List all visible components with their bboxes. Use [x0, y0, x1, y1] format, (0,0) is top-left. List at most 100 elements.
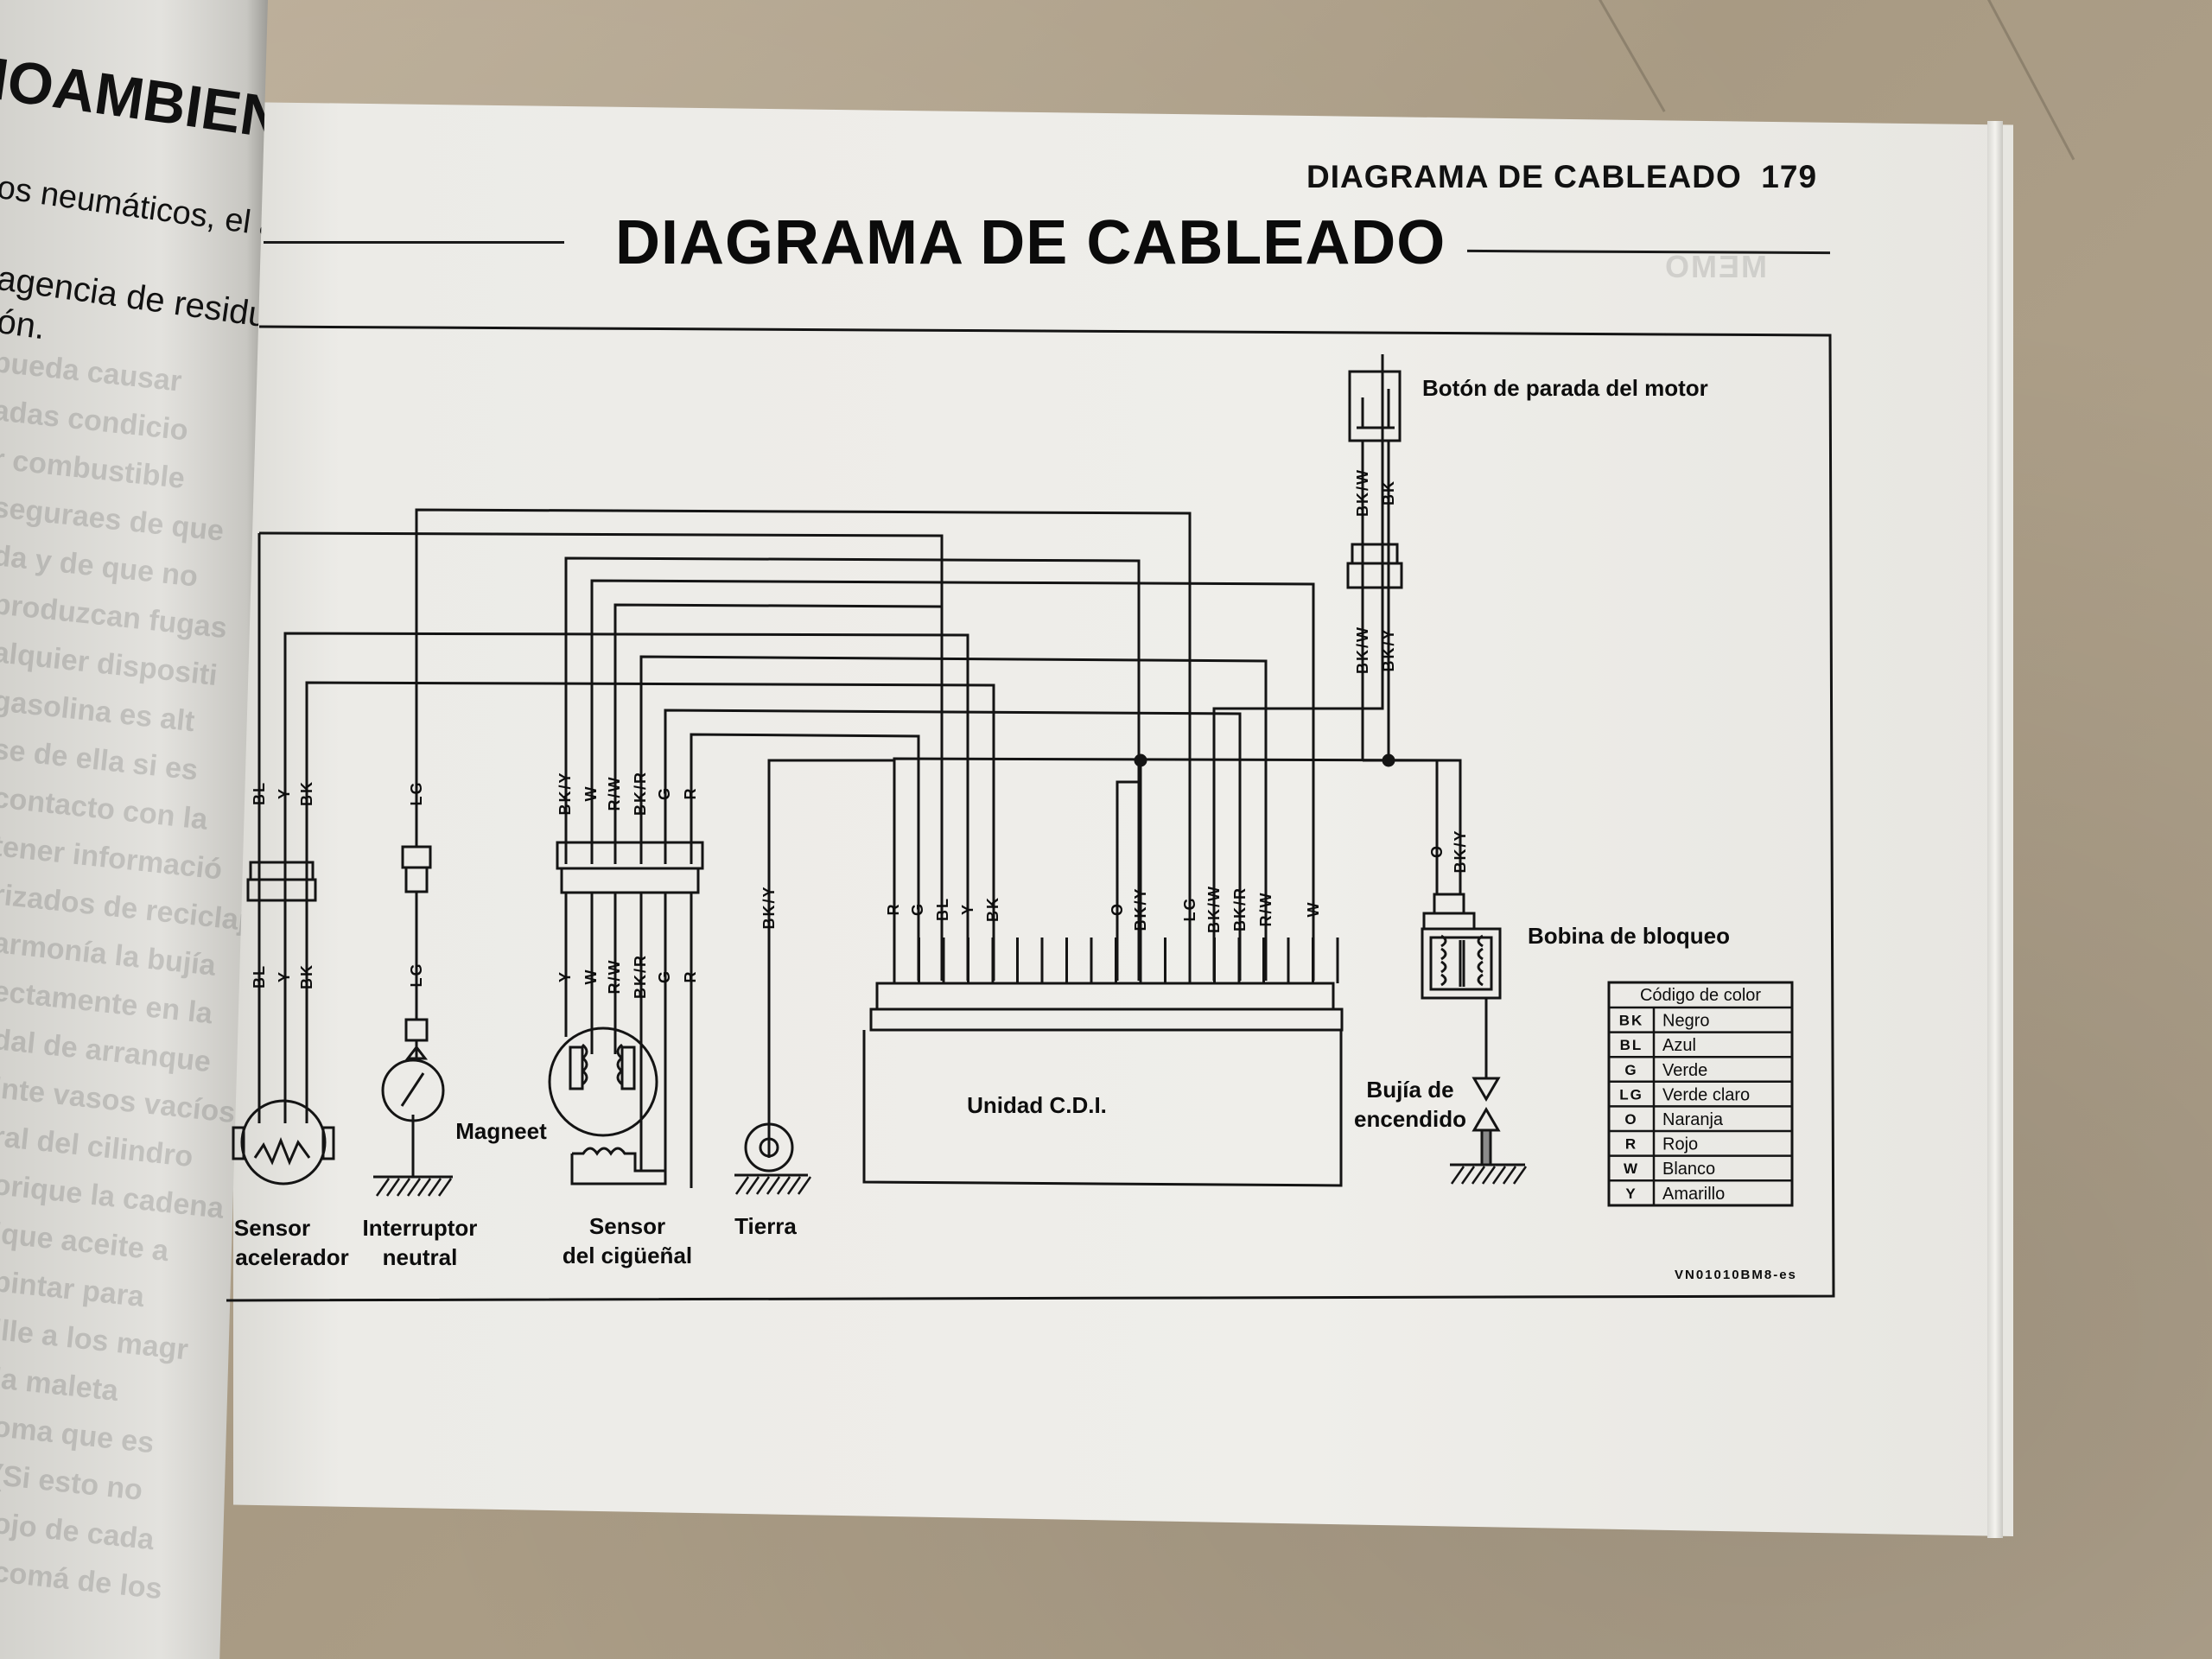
neutral-switch-label-line1: Interruptor [363, 1215, 478, 1241]
wire-code-label: W [1305, 901, 1322, 918]
wire-code-label: R/W [1257, 892, 1274, 927]
wire-code-label: Y [959, 903, 976, 915]
legend-color-name: Verde [1662, 1061, 1707, 1080]
reference-code: VN01010BM8-es [1675, 1268, 1797, 1282]
legend-row: W Blanco [1609, 1154, 1792, 1181]
wire-code-label: BK/Y [1132, 887, 1149, 931]
throttle-connector [246, 861, 317, 902]
wire-code-label: W [582, 785, 600, 802]
wire-code-label: BK/Y [760, 885, 778, 929]
wire-code-label: R/W [606, 959, 623, 995]
wire-code-label: G [909, 902, 926, 916]
neutral-switch-symbol [373, 1040, 453, 1179]
wire-code-label: BK/R [632, 771, 649, 816]
legend-row: O Naranja [1609, 1105, 1792, 1131]
running-header: DIAGRAMA DE CABLEADO 179 [1306, 159, 1817, 195]
legend-code: W [1624, 1160, 1639, 1177]
wire-code-label: Y [276, 970, 293, 982]
wire-code-label: BK/W [1354, 468, 1371, 517]
ground-label: Tierra [734, 1213, 797, 1239]
wire-code-label: Y [276, 787, 293, 799]
wire-code-label: O [1109, 902, 1126, 916]
cdi-unit [862, 938, 1344, 1187]
legend-code: O [1624, 1111, 1637, 1128]
wire-code-label: R [682, 787, 699, 800]
neutral-switch-label-line2: neutral [383, 1244, 458, 1270]
legend-row: G Verde [1609, 1055, 1792, 1082]
throttle-sensor-symbol [232, 1099, 335, 1185]
ground-hatching [375, 1166, 1528, 1197]
wire-code-label: BK/Y [1380, 627, 1397, 671]
crank-connector [556, 841, 704, 1188]
wire-code-label: LG [408, 781, 425, 806]
lock-coil-symbol [1421, 821, 1502, 1078]
wire-code-label: BL [251, 964, 268, 988]
junction-dot [1382, 753, 1395, 767]
legend-color-name: Negro [1662, 1012, 1709, 1031]
legend-code: G [1624, 1062, 1637, 1078]
legend-code: BK [1619, 1013, 1644, 1029]
legend-color-name: Naranja [1662, 1110, 1724, 1129]
wire-code-label: BK [984, 896, 1001, 922]
wire-code-label: BK/R [632, 954, 649, 999]
stop-switch-label: Botón de parada del motor [1422, 375, 1708, 401]
wire-code-label: O [1428, 844, 1446, 858]
junction-dot [1134, 753, 1147, 767]
wire-code-label: R/W [606, 776, 623, 811]
wire-code-label: BK/W [1205, 885, 1223, 933]
magneto-label: Magneet [455, 1118, 547, 1144]
wire-code-label: BK [298, 963, 315, 989]
stop-switch-connector [1346, 370, 1403, 760]
magneto-symbol [548, 1027, 693, 1188]
wire-code-label: BK/Y [1452, 829, 1469, 873]
legend-color-name: Rojo [1662, 1135, 1698, 1154]
legend-row: LG Verde claro [1609, 1080, 1792, 1107]
legend-color-name: Azul [1662, 1036, 1696, 1055]
neutral-connector [401, 778, 432, 1042]
wire-code-label: LG [1181, 897, 1198, 922]
wire-code-label: R [682, 970, 699, 983]
wire-code-label: LG [408, 963, 425, 988]
wire-code-label: BL [934, 897, 951, 921]
ground-symbol [734, 1122, 808, 1177]
legend-row: Y Amarillo [1609, 1179, 1792, 1205]
cdi-label: Unidad C.D.I. [967, 1092, 1107, 1118]
page-title: DIAGRAMA DE CABLEADO [615, 208, 1446, 277]
title-rule-left [264, 241, 564, 244]
legend-code: R [1625, 1136, 1637, 1153]
legend-code: LG [1619, 1086, 1643, 1103]
crank-sensor-label-line2: del cigüeñal [563, 1243, 692, 1268]
legend-color-name: Blanco [1662, 1160, 1715, 1179]
running-header-section: DIAGRAMA DE CABLEADO [1306, 159, 1742, 194]
throttle-sensor-label-line2: acelerador [235, 1244, 349, 1270]
legend-row: R Rojo [1609, 1129, 1792, 1156]
wire-code-label: R [885, 903, 902, 916]
wire-code-label: W [582, 969, 600, 985]
legend-code: Y [1625, 1185, 1637, 1202]
wire-code-label: BK/R [1231, 887, 1249, 931]
legend-color-name: Verde claro [1662, 1085, 1750, 1104]
wire-code-label: BK/W [1354, 626, 1371, 674]
diagram-frame [226, 325, 1835, 1302]
throttle-sensor-label-line1: Sensor [234, 1215, 310, 1241]
wire-code-label: BK [298, 780, 315, 806]
wire-code-label: BK/Y [556, 771, 574, 815]
page-edge [1987, 121, 2003, 1538]
wire-code-label: BK [1380, 480, 1397, 505]
spark-plug-label-line1: Bujía de [1366, 1077, 1453, 1103]
legend-color-name: Amarillo [1662, 1185, 1725, 1204]
legend-code: BL [1620, 1037, 1643, 1053]
throttle-sensor-wires [257, 533, 308, 1123]
legend-row: BL Azul [1609, 1031, 1792, 1058]
left-page: IOAMBIENTAL os neumáticos, el aceite age… [0, 0, 268, 1659]
wire-harness [258, 354, 1462, 1158]
wire-code-label: Y [556, 970, 574, 982]
page-number: 179 [1761, 159, 1818, 194]
legend-title: Código de color [1640, 986, 1761, 1005]
wire-code-label: G [656, 786, 673, 800]
spark-plug-symbol [1450, 1077, 1525, 1166]
wire-code-label: BL [251, 781, 268, 805]
lock-coil-label: Bobina de bloqueo [1528, 923, 1730, 949]
